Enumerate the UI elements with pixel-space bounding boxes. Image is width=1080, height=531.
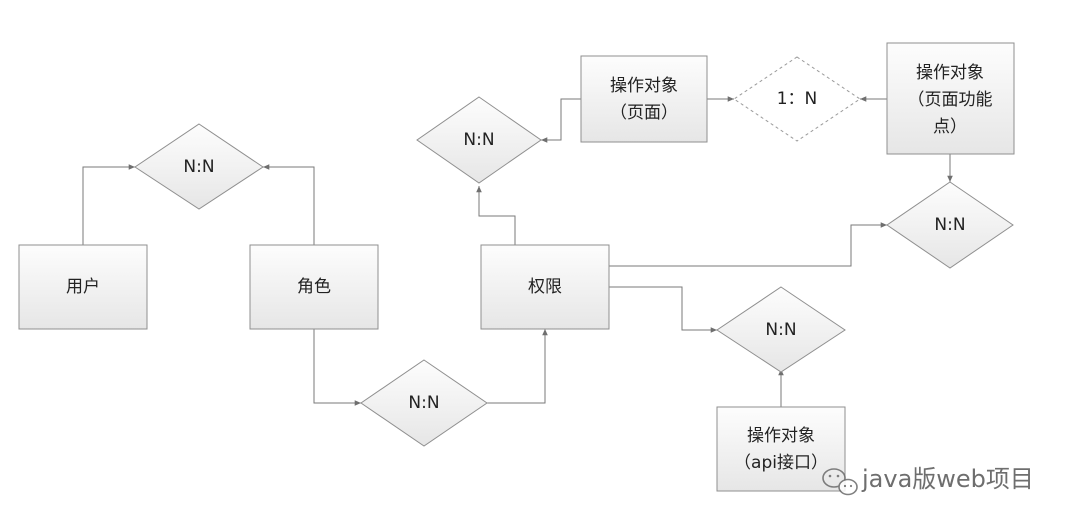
edge-role-to-role-permission	[313, 329, 361, 406]
edge-permission-to-permission-api	[609, 286, 717, 333]
entity-permission-label: 权限	[528, 277, 562, 297]
entity-page-object-line2: （页面）	[610, 103, 678, 123]
entity-page-object[interactable]: 操作对象 （页面）	[580, 55, 708, 143]
relation-role-permission-label: N:N	[408, 393, 439, 413]
edge-role-to-user-role	[263, 164, 315, 245]
relation-user-role-label: N:N	[183, 157, 214, 177]
relation-permission-function[interactable]: N:N	[886, 181, 1014, 269]
relation-permission-api-label: N:N	[765, 320, 796, 340]
watermark: java版web项目	[822, 465, 1034, 496]
relation-permission-page[interactable]: N:N	[416, 96, 542, 184]
entity-page-function-object-line3: 点）	[933, 117, 967, 137]
relation-page-function-label: 1：N	[777, 89, 818, 109]
entity-api-object-line1: 操作对象	[747, 426, 815, 446]
connectors	[82, 96, 953, 407]
entity-user-label: 用户	[66, 277, 100, 297]
relation-permission-page-label: N:N	[463, 130, 494, 150]
entity-api-object[interactable]: 操作对象 （api接口）	[716, 406, 846, 492]
entity-page-function-object-line1: 操作对象	[916, 63, 984, 83]
entity-page-object-line1: 操作对象	[610, 76, 678, 96]
relation-role-permission[interactable]: N:N	[360, 359, 488, 447]
edge-permission-to-permission-page	[476, 186, 516, 245]
relation-permission-function-label: N:N	[934, 215, 965, 235]
edge-page-to-permission-page	[541, 98, 581, 143]
entity-page-function-object[interactable]: 操作对象 （页面功能 点）	[886, 42, 1015, 155]
entity-permission[interactable]: 权限	[480, 244, 610, 330]
entity-page-function-object-line2: （页面功能	[908, 90, 993, 110]
edge-user-to-user-role	[82, 164, 135, 245]
watermark-text: java版web项目	[861, 465, 1034, 493]
relation-page-function[interactable]: 1：N	[733, 56, 861, 142]
wechat-icon	[822, 468, 858, 496]
relation-permission-api[interactable]: N:N	[716, 286, 846, 373]
relation-user-role[interactable]: N:N	[134, 123, 264, 210]
entity-role-label: 角色	[297, 277, 331, 297]
edge-role-permission-to-permission	[487, 329, 548, 404]
entity-role[interactable]: 角色	[249, 244, 379, 330]
entity-api-object-line2: （api接口）	[734, 453, 828, 473]
entity-user[interactable]: 用户	[18, 244, 148, 330]
edge-permission-to-permission-function	[609, 222, 887, 267]
